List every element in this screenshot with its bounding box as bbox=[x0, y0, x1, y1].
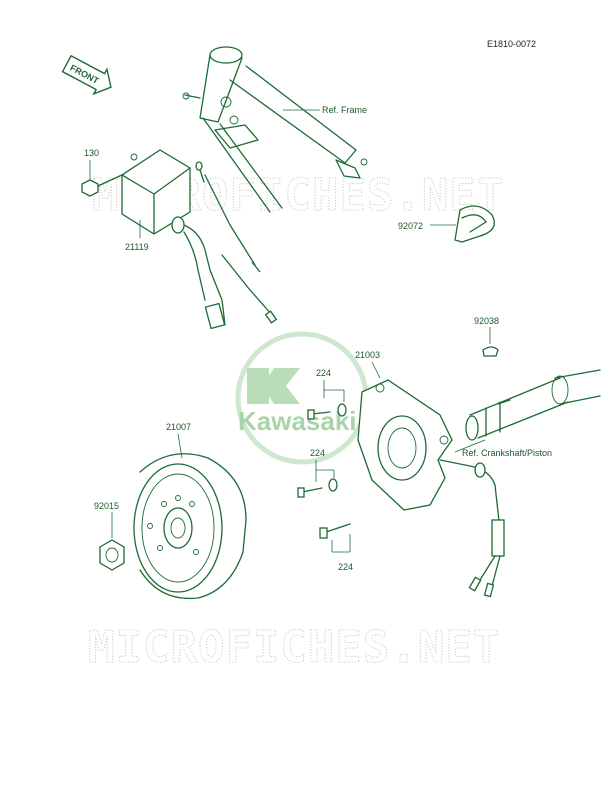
screw-224-bottom-drawing bbox=[319, 523, 351, 539]
callout-ref-crankshaft: Ref. Crankshaft/Piston bbox=[462, 448, 552, 458]
callout-92072: 92072 bbox=[398, 221, 423, 231]
callout-92015: 92015 bbox=[94, 501, 119, 511]
leader-lines bbox=[89, 109, 491, 553]
callout-224-top: 224 bbox=[316, 368, 331, 378]
crankshaft-drawing bbox=[465, 369, 601, 441]
screw-224-top-drawing bbox=[307, 403, 347, 420]
callout-21003: 21003 bbox=[355, 350, 380, 360]
frame-drawing bbox=[182, 46, 368, 213]
key-92038-drawing bbox=[482, 346, 499, 357]
cdi-unit-drawing bbox=[121, 149, 278, 330]
callout-21119: 21119 bbox=[125, 242, 149, 252]
callout-224-bottom: 224 bbox=[338, 562, 353, 572]
callout-ref-frame: Ref. Frame bbox=[322, 105, 367, 115]
kawasaki-logo-text: Kawasaki bbox=[238, 406, 357, 436]
nut-92015-drawing bbox=[99, 539, 125, 571]
stator-21003-drawing bbox=[357, 379, 505, 598]
callout-224-mid: 224 bbox=[310, 448, 325, 458]
kawasaki-logo: Kawasaki bbox=[235, 331, 369, 465]
callout-92038: 92038 bbox=[474, 316, 499, 326]
callout-130: 130 bbox=[84, 148, 99, 158]
callout-21007: 21007 bbox=[166, 422, 191, 432]
front-arrow-icon: FRONT bbox=[61, 54, 112, 96]
flywheel-21007-drawing bbox=[133, 453, 247, 600]
watermark-bottom: MICROFICHES.NET bbox=[88, 622, 500, 673]
diagram-code: E1810-0072 bbox=[487, 39, 536, 49]
screw-224-mid-drawing bbox=[297, 478, 338, 498]
clamp-92072-drawing bbox=[454, 205, 495, 243]
